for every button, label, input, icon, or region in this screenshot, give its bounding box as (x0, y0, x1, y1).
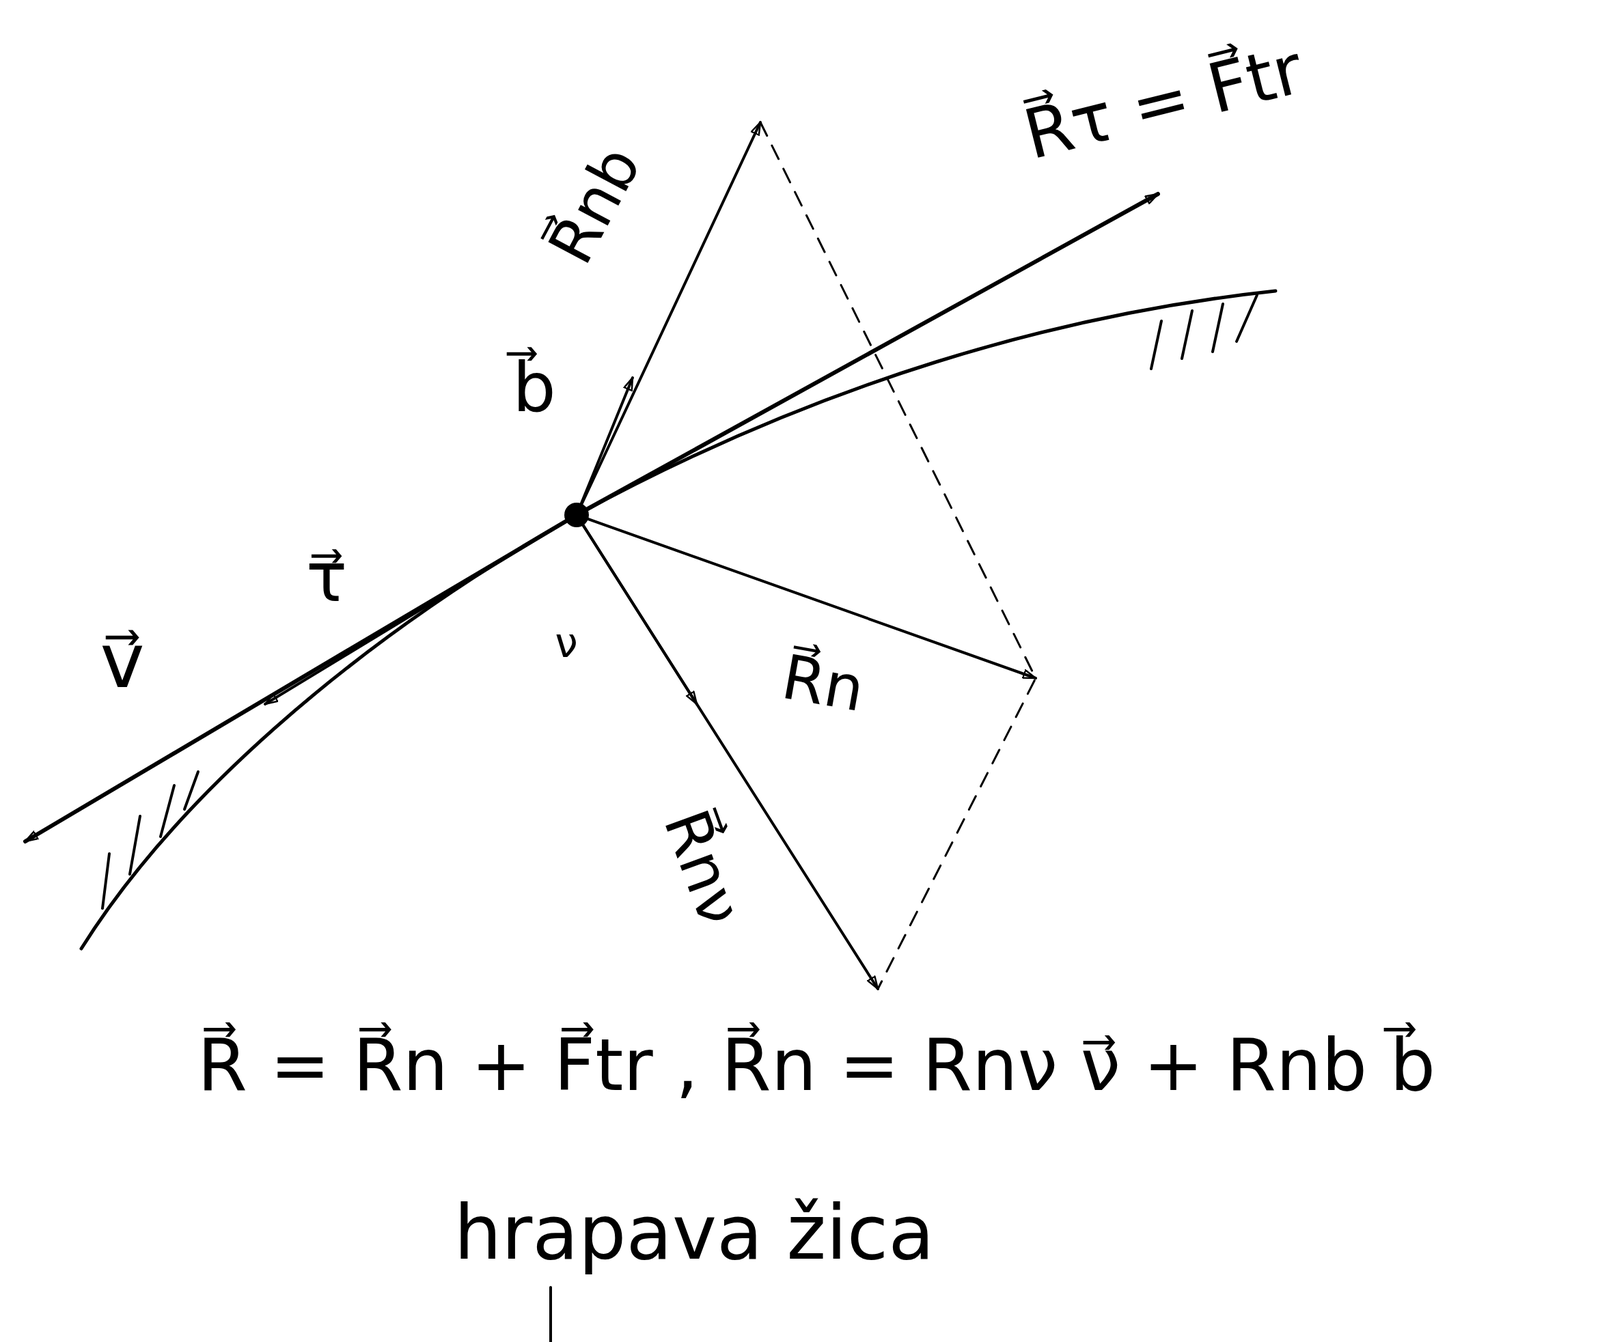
vector-label: τ⃗ (306, 533, 348, 623)
vector-label: R⃗nν (646, 799, 762, 936)
vector-label: R⃗nb (530, 133, 658, 278)
dashed-construction (760, 122, 1036, 990)
vector-label: ν (554, 616, 578, 670)
friction-vector (576, 194, 1158, 516)
normal-component-vector (576, 515, 878, 990)
tangent-unit-vector (265, 515, 577, 705)
pointer-line (549, 1287, 553, 1342)
vector-label: R⃗n (776, 636, 871, 730)
vector-label: R⃗τ = F⃗tr (1015, 25, 1312, 181)
vector-label: b⃗ (512, 343, 556, 433)
wire-curve (81, 291, 1276, 949)
vector-label: v⃗ (99, 612, 145, 711)
normal-unit-vector (576, 515, 697, 705)
caption-note: hrapava žica (453, 1184, 934, 1283)
formula-text: R⃗ = R⃗n + F⃗tr , R⃗n = Rnν ν⃗ + Rnb b⃗ (197, 1019, 1436, 1113)
velocity-vector (25, 515, 577, 842)
binormal-unit-vector (576, 377, 633, 516)
particle-dot (564, 502, 589, 528)
